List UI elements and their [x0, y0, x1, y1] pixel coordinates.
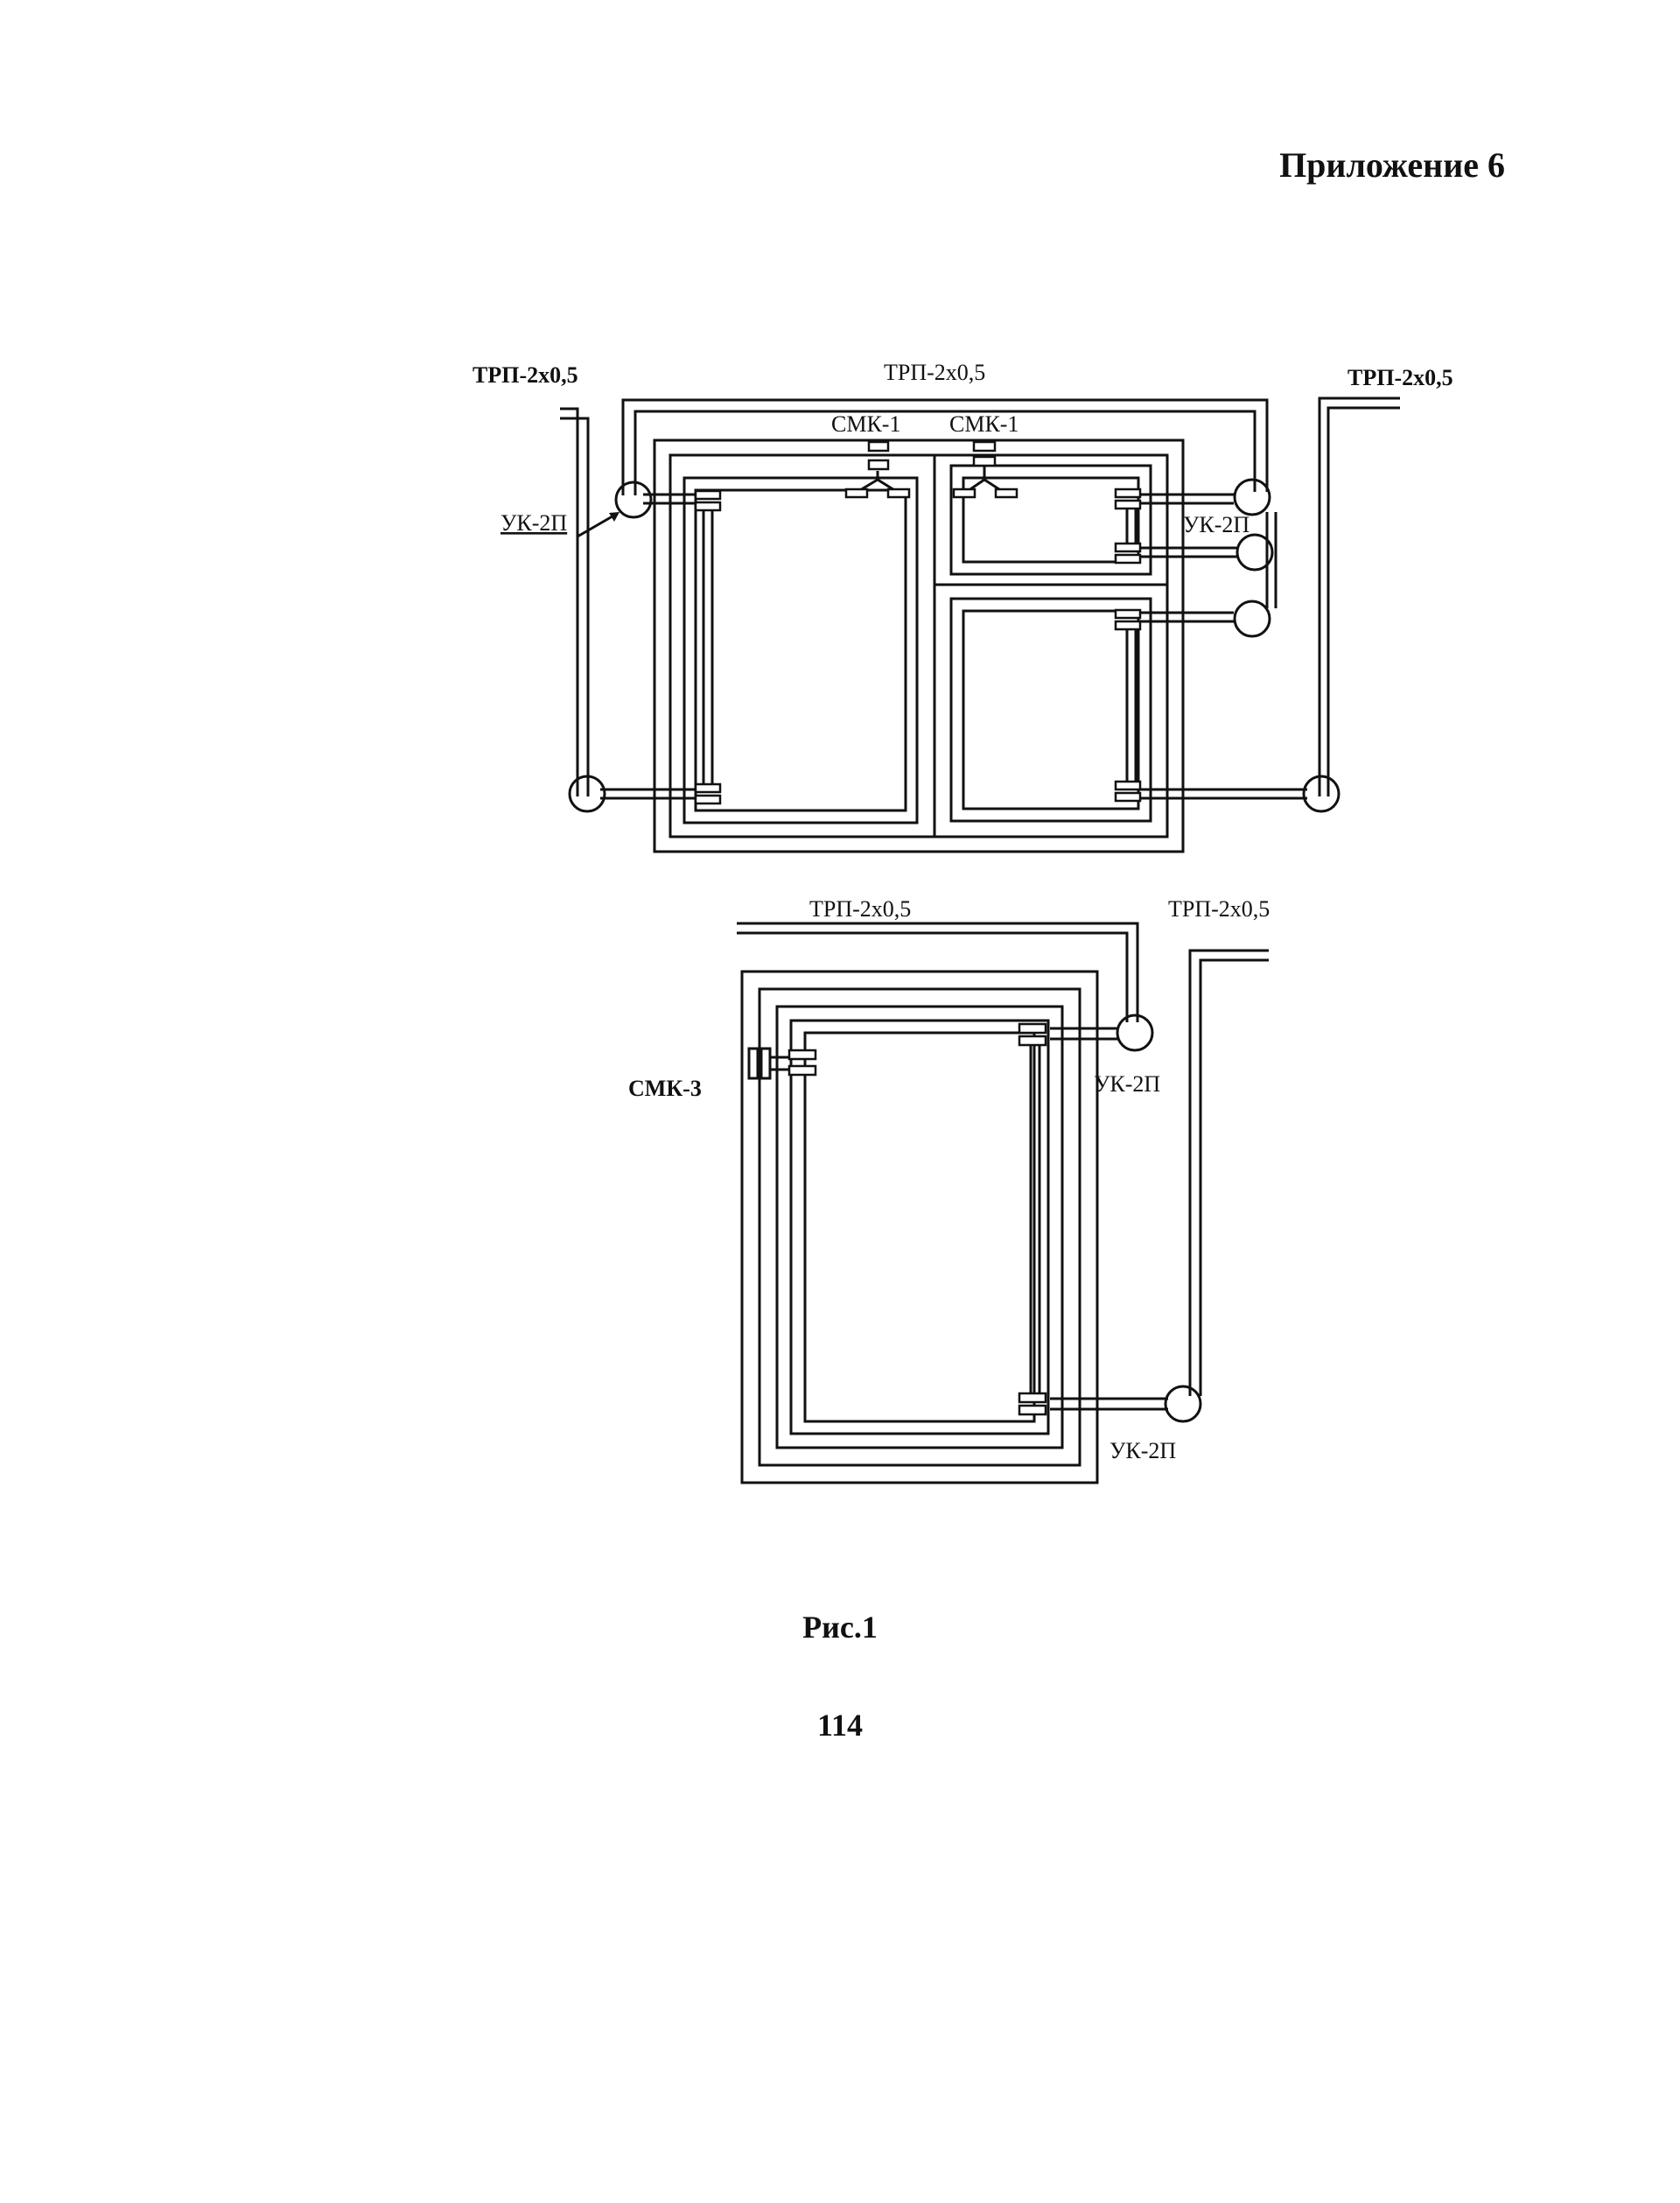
junction-box-uk-2p — [1233, 478, 1271, 516]
window-frame-large — [653, 438, 1185, 853]
uk-label-left: УК-2П — [500, 510, 567, 536]
page-number: 114 — [816, 1708, 863, 1743]
cable-label-top-fig2: ТРП-2х0,5 — [809, 896, 911, 922]
appendix-title: Приложение 6 — [1279, 145, 1505, 185]
cable-label-right: ТРП-2х0,5 — [1348, 365, 1453, 390]
junction-box-uk-2p — [1233, 600, 1271, 638]
uk-label-bottom-fig2: УК-2П — [1110, 1438, 1176, 1463]
figure-caption: Рис.1 — [802, 1610, 878, 1645]
junction-box-uk-2p — [568, 775, 606, 813]
cable-label-top: ТРП-2х0,5 — [884, 360, 985, 385]
sash-single — [775, 1005, 1064, 1449]
junction-box-uk-2p — [1164, 1385, 1202, 1423]
cable-label-right-fig2: ТРП-2х0,5 — [1168, 896, 1270, 922]
smk-label-right: СМК-1 — [949, 411, 1018, 437]
junction-box-uk-2p — [1302, 775, 1340, 813]
junction-box-uk-2p — [614, 481, 653, 519]
window-frame-single — [740, 970, 1099, 1484]
smk-label-left: СМК-1 — [831, 411, 900, 437]
sash-left — [682, 476, 919, 824]
cable-label-left: ТРП-2х0,5 — [472, 362, 578, 388]
sash-bottom-right — [949, 597, 1152, 823]
uk-label-right: УК-2П — [1183, 512, 1250, 537]
junction-box-uk-2p — [1116, 1014, 1154, 1052]
smk-label-fig2: СМК-3 — [628, 1076, 702, 1101]
junction-box-uk-2p — [1236, 533, 1274, 572]
uk-label-top-fig2: УК-2П — [1094, 1071, 1160, 1097]
sash-top-right — [949, 464, 1152, 576]
